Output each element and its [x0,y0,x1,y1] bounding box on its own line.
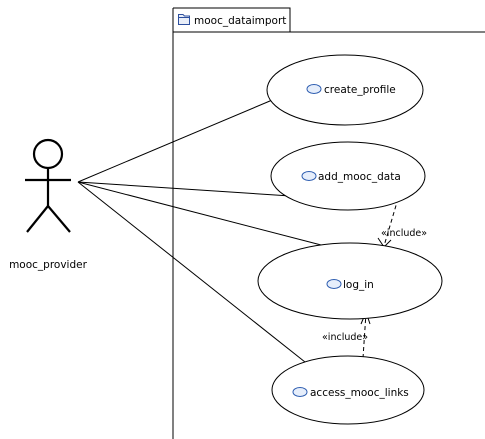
use-case-label: access_mooc_links [310,387,409,399]
use-case-icon [326,279,342,289]
use-case-add-mooc-data[interactable]: add_mooc_data [270,141,426,211]
actor-name: mooc_provider [9,259,88,271]
associations [77,97,326,363]
include-stereotype: «include» [381,228,427,239]
actor[interactable] [25,138,71,233]
association-access-mooc-links[interactable] [77,181,306,363]
use-case-label: log_in [343,279,374,291]
actor-head-icon [32,138,64,170]
use-case-icon [301,171,317,181]
association-add-mooc-data[interactable] [77,181,307,198]
package-name: mooc_dataimport [194,15,286,27]
use-case-label: create_profile [324,84,396,96]
association-log-in[interactable] [77,181,326,247]
association-create-profile[interactable] [77,97,278,183]
use-case-access-mooc-links[interactable]: access_mooc_links [271,355,425,425]
use-case-create-profile[interactable]: create_profile [266,54,424,126]
use-case-label: add_mooc_data [318,171,401,183]
folder-icon [178,14,190,25]
use-case-icon [292,387,308,397]
include-stereotype: «include» [322,332,368,343]
use-case-log-in[interactable]: log_in [257,242,443,320]
package-frame[interactable]: mooc_dataimport [172,7,485,439]
use-case-icon [306,84,322,94]
